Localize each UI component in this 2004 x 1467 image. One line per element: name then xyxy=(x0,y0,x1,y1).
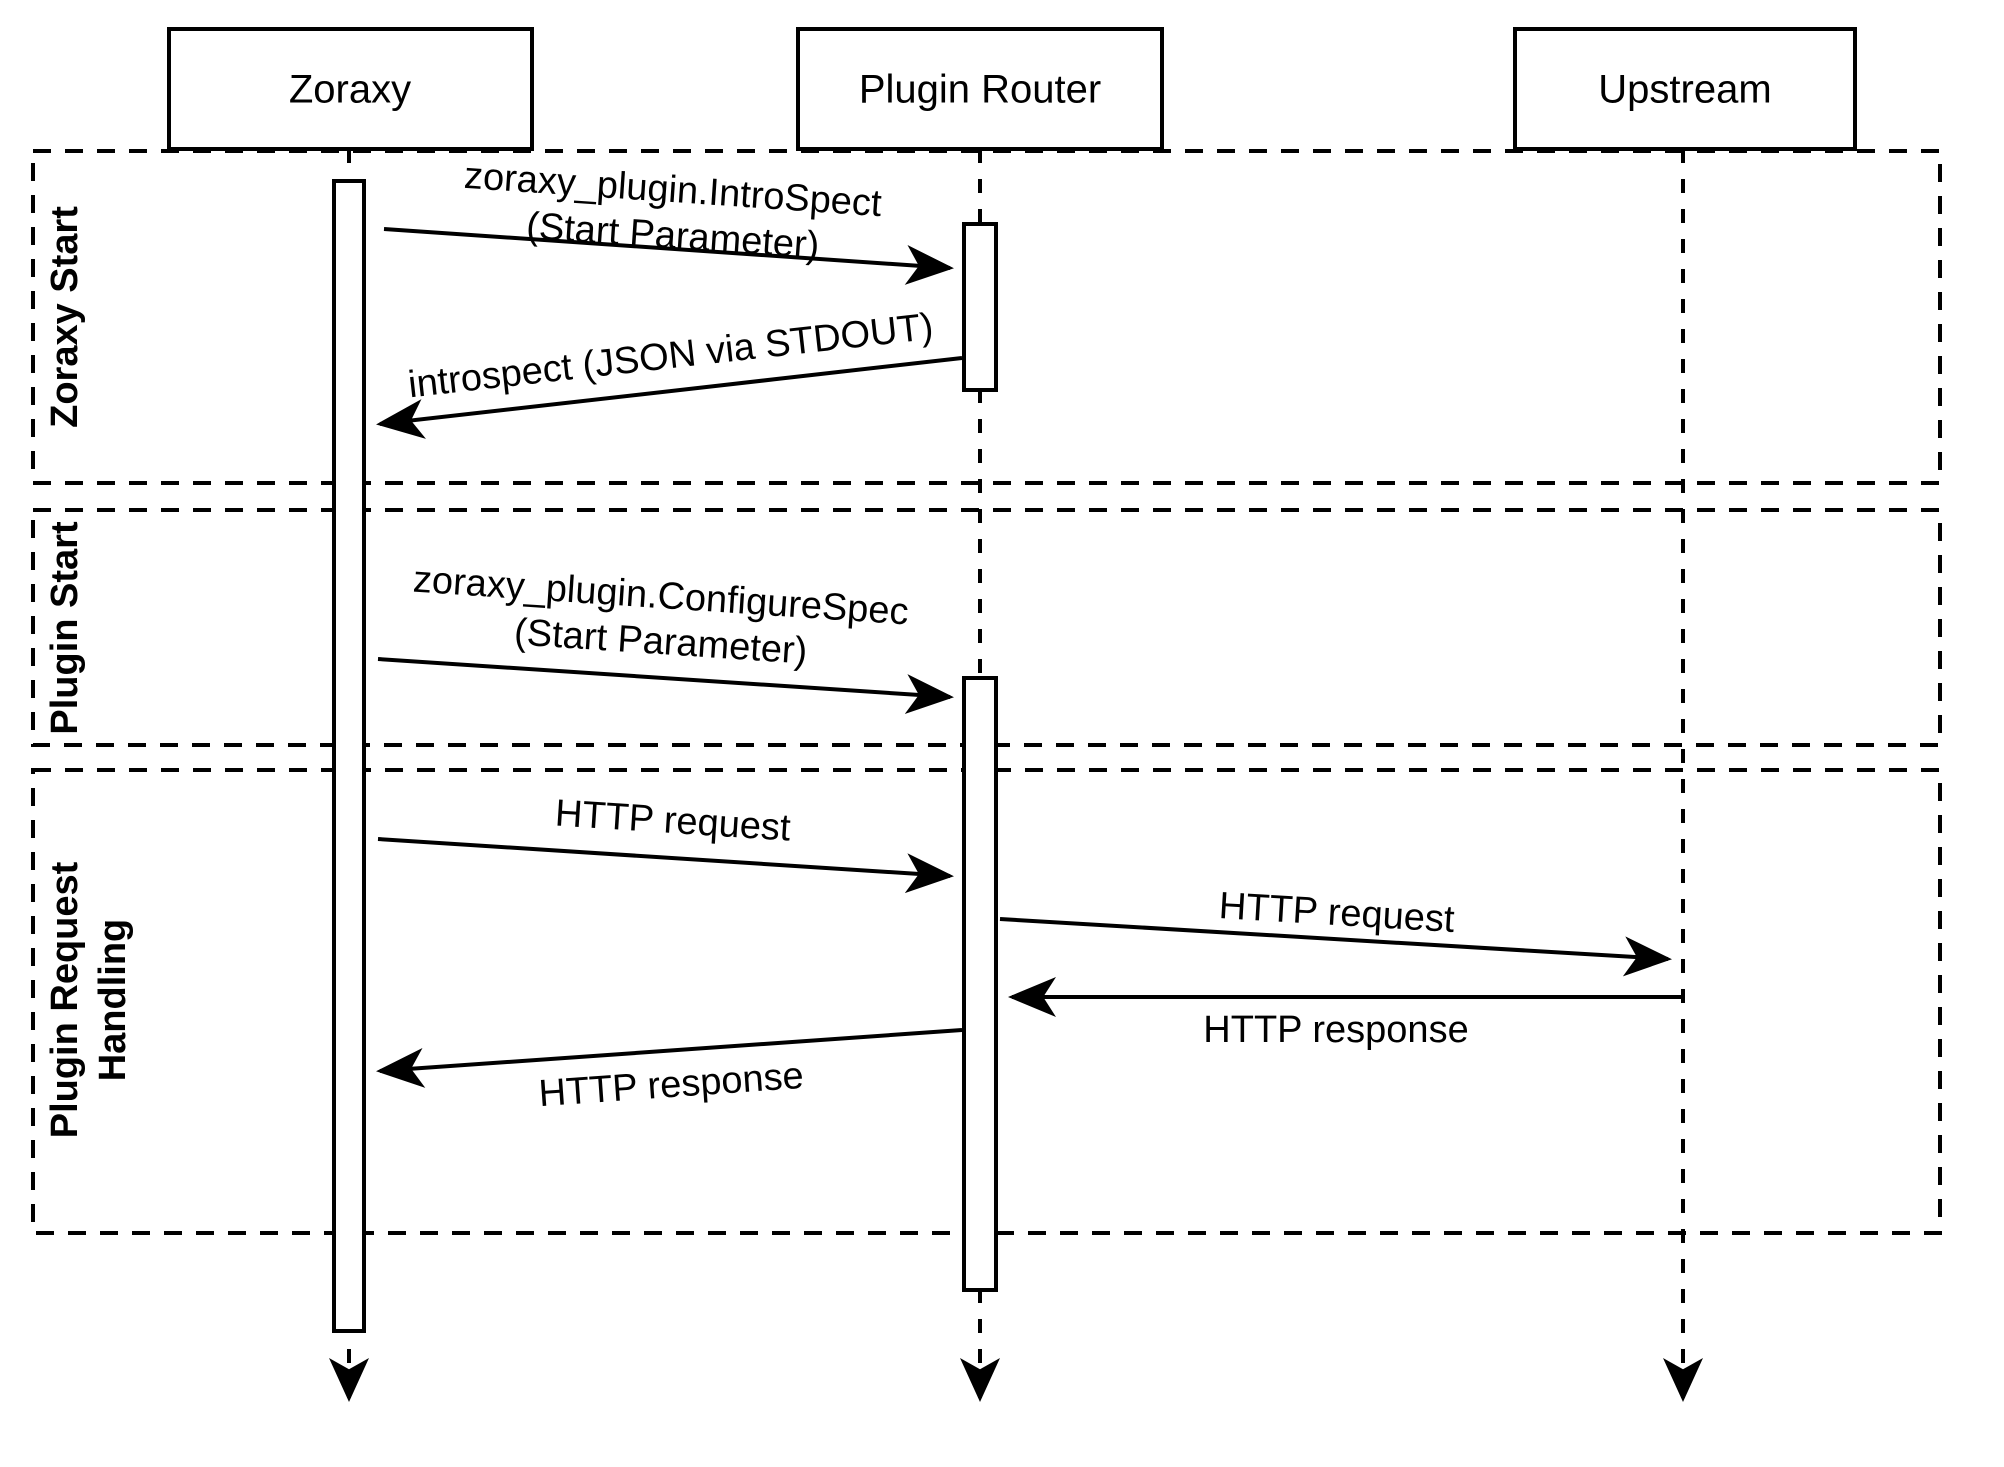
fragment-label-plugin-request-handling-line1: Plugin Request xyxy=(44,861,86,1138)
message-http-response-from-upstream: HTTP response xyxy=(1008,976,1683,1051)
activation-bar-zoraxy xyxy=(332,179,366,1333)
participant-label-zoraxy: Zoraxy xyxy=(289,68,411,112)
message-introspect-response: introspect (JSON via STDOUT) xyxy=(376,306,963,439)
fragment-label-zoraxy-start: Zoraxy Start xyxy=(44,206,86,428)
activation-bar-plugin-router-main xyxy=(962,676,998,1292)
fragment-frame-plugin-start xyxy=(31,508,1942,747)
message-configurespec-request: zoraxy_plugin.ConfigureSpec (Start Param… xyxy=(377,559,954,715)
fragment-label-plugin-request-handling: Plugin Request Handling xyxy=(44,861,134,1138)
participant-box-zoraxy[interactable]: Zoraxy xyxy=(167,27,534,151)
message-label-http-response-to-zoraxy: HTTP response xyxy=(537,1055,805,1115)
message-http-response-to-zoraxy: HTTP response xyxy=(376,1028,963,1115)
fragment-label-plugin-request-handling-line2: Handling xyxy=(92,919,134,1082)
fragment-label-zoraxy-start-line1: Zoraxy Start xyxy=(44,206,86,428)
message-arrow-introspect-response xyxy=(376,356,963,439)
message-http-request-to-plugin: HTTP request xyxy=(377,792,954,894)
participant-box-plugin-router[interactable]: Plugin Router xyxy=(796,27,1164,151)
message-arrow-http-request-to-plugin xyxy=(377,837,954,894)
message-introspect-request: zoraxy_plugin.IntroSpect (Start Paramete… xyxy=(383,155,954,285)
participant-label-upstream: Upstream xyxy=(1598,68,1771,112)
message-arrow-introspect-request xyxy=(383,227,954,285)
fragment-label-plugin-start: Plugin Start xyxy=(44,521,86,735)
message-arrow-http-request-to-upstream xyxy=(999,917,1672,977)
message-arrow-http-response-to-zoraxy xyxy=(376,1028,963,1088)
participant-label-plugin-router: Plugin Router xyxy=(859,68,1101,112)
message-label-http-request-to-plugin: HTTP request xyxy=(554,792,792,849)
participant-box-upstream[interactable]: Upstream xyxy=(1513,27,1857,151)
message-http-request-to-upstream: HTTP request xyxy=(999,885,1672,977)
message-arrow-configurespec-request xyxy=(377,657,954,715)
message-label-http-response-from-upstream: HTTP response xyxy=(1203,1009,1468,1051)
fragment-label-plugin-start-line1: Plugin Start xyxy=(44,521,86,735)
activation-bar-plugin-router-introspect xyxy=(962,222,998,392)
